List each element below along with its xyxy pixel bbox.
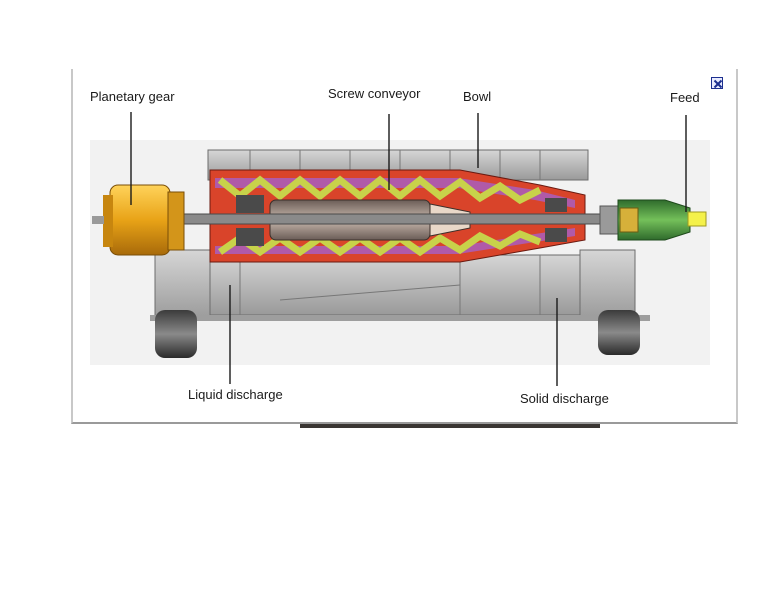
label-solid-discharge: Solid discharge xyxy=(520,391,609,406)
planetary-gear-housing xyxy=(92,184,185,256)
screw-flights xyxy=(217,175,542,257)
label-screw-conveyor: Screw conveyor xyxy=(328,86,421,101)
shaft xyxy=(174,213,616,225)
leader-lines xyxy=(130,112,687,386)
background-strip xyxy=(300,424,600,428)
rubber-feet xyxy=(155,310,640,358)
bearings xyxy=(236,195,567,246)
housing xyxy=(194,149,591,318)
feed-tube xyxy=(599,199,707,241)
close-icon xyxy=(713,79,723,89)
label-planetary-gear: Planetary gear xyxy=(90,89,175,104)
label-feed: Feed xyxy=(670,90,700,105)
support-frame xyxy=(150,249,650,321)
label-liquid-discharge: Liquid discharge xyxy=(188,387,283,402)
label-bowl: Bowl xyxy=(463,89,492,104)
close-button[interactable] xyxy=(711,77,723,89)
